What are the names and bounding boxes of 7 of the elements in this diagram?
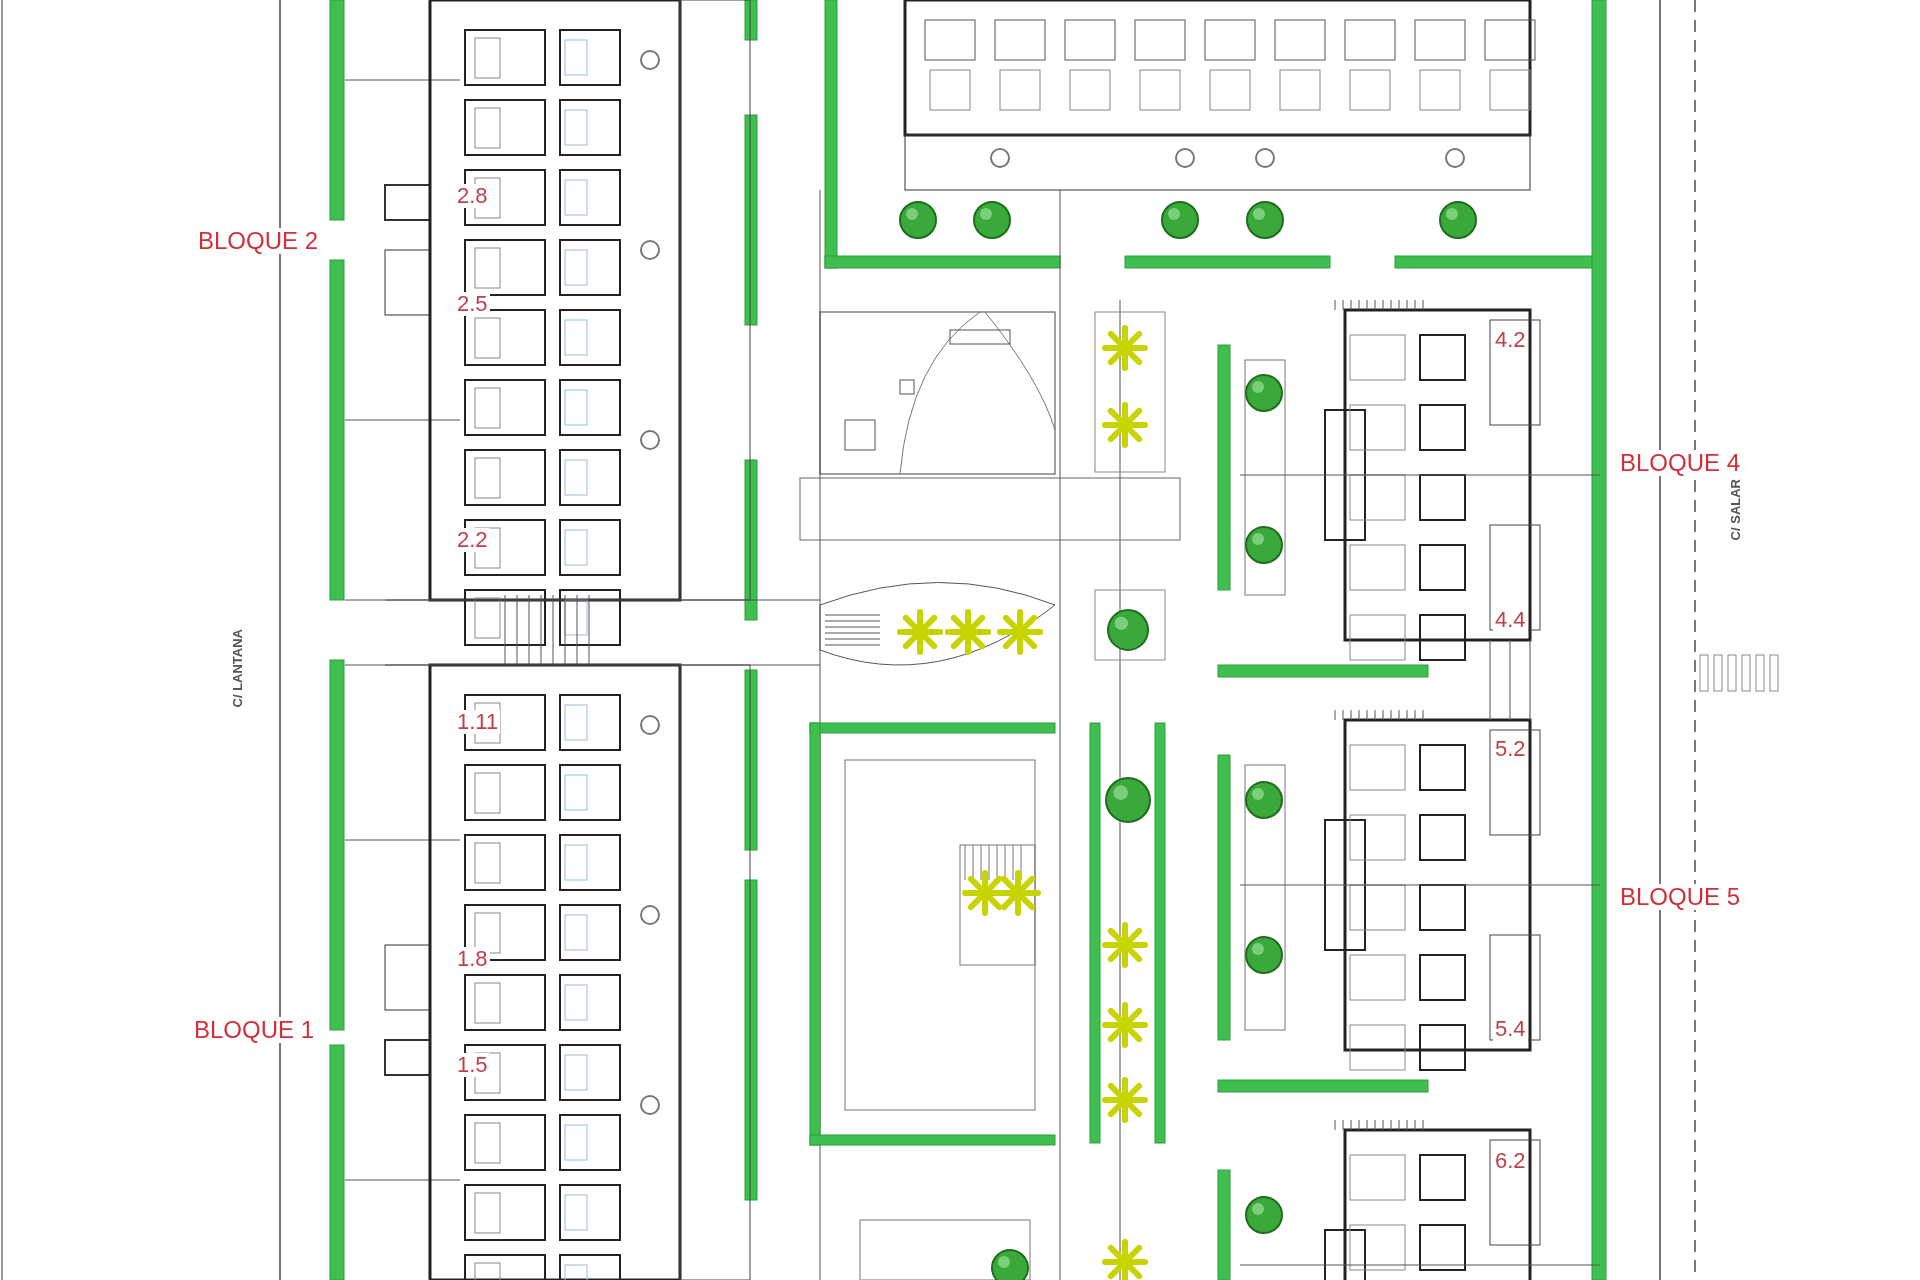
unit-number: 2.5 [455,292,490,316]
block-label: BLOQUE 5 [1618,884,1743,910]
unit-number: 1.5 [455,1053,490,1077]
block-label: BLOQUE 4 [1618,450,1743,476]
unit-number: 2.8 [455,184,490,208]
unit-number: 2.2 [455,528,490,552]
unit-number: 1.11 [455,710,501,734]
